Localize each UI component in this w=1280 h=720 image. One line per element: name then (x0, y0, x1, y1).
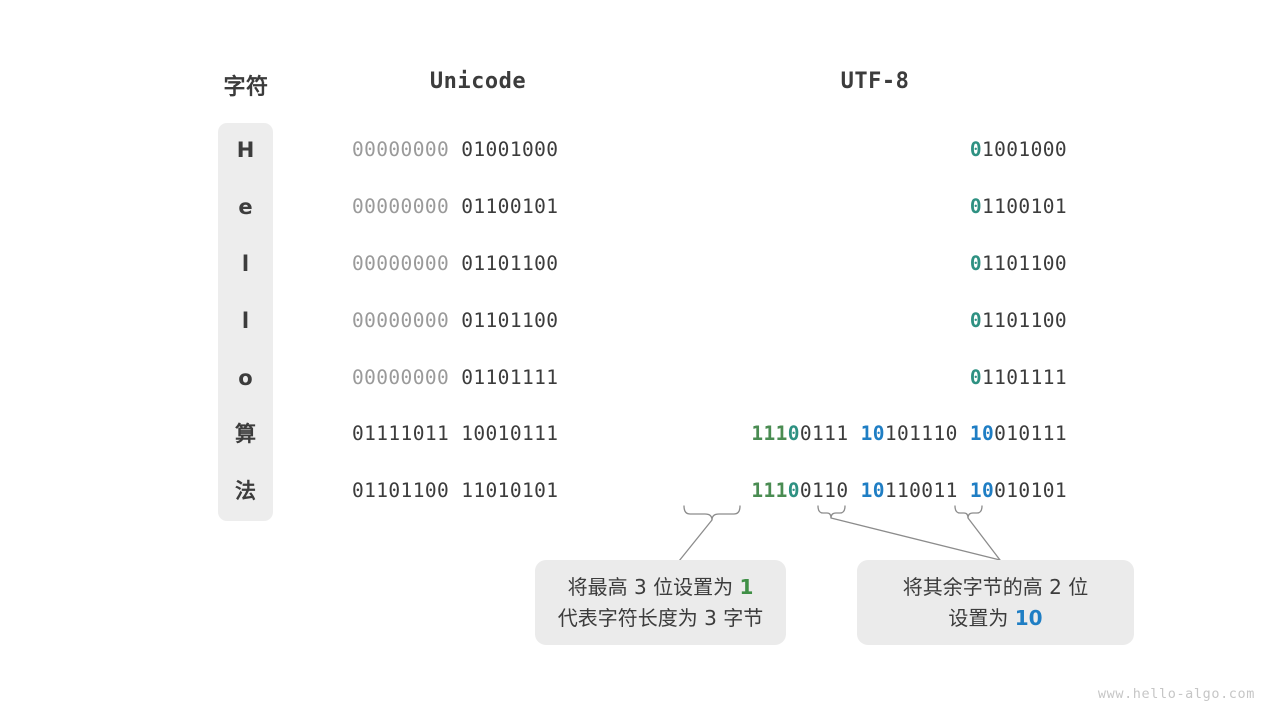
utf8-lead-marker: 0 (969, 252, 983, 275)
bits-space (449, 309, 461, 332)
leader-line-callout-2a (830, 517, 1001, 561)
column-header-character: 字符 (223, 75, 269, 100)
unicode-low-byte: 01001000 (461, 138, 559, 161)
utf8-lead-rest: 1101100 (982, 252, 1067, 275)
bits-space (449, 138, 461, 161)
character-cell: l (241, 309, 250, 333)
callout-text: 将最高 3 位设置为 (567, 574, 740, 599)
utf8-prefix-ones: 111 (751, 479, 788, 502)
bits-space (848, 479, 860, 502)
table-row: 01111011 10010111 11100111 10101110 1001… (0, 421, 1280, 447)
utf8-continuation-rest: 101110 (884, 422, 958, 445)
callout-highlight: 10 (1014, 605, 1043, 630)
character-cell: H (236, 138, 255, 162)
callout-line: 设置为 10 (948, 603, 1042, 634)
utf8-continuation-marker: 10 (860, 479, 885, 502)
utf8-lead-marker: 0 (969, 366, 983, 389)
callout-text: 设置为 (948, 605, 1015, 630)
utf8-lead-rest: 1101111 (982, 366, 1067, 389)
utf8-lead-rest: 1001000 (982, 138, 1067, 161)
brace-continuation-2-icon (954, 505, 983, 519)
callout-prefix-explanation: 将最高 3 位设置为 1 代表字符长度为 3 字节 (535, 560, 786, 645)
utf8-lead-rest: 1101100 (982, 309, 1067, 332)
utf8-lead-rest: 1100101 (982, 195, 1067, 218)
utf8-continuation-marker: 10 (860, 422, 885, 445)
unicode-low-byte: 01100101 (461, 195, 559, 218)
utf8-lead-marker: 0 (969, 195, 983, 218)
callout-line: 将最高 3 位设置为 1 (568, 572, 754, 603)
unicode-bits: 00000000 01101111 (352, 365, 558, 391)
character-cell: e (238, 195, 253, 219)
utf8-prefix-zero: 0 (787, 479, 800, 502)
table-row: 00000000 01101100 01101100 (0, 308, 1280, 334)
unicode-bits: 01111011 10010111 (352, 421, 558, 447)
unicode-low-byte: 11010101 (461, 479, 559, 502)
unicode-bits: 00000000 01001000 (352, 137, 558, 163)
unicode-bits: 01101100 11010101 (352, 478, 558, 504)
utf8-continuation-rest: 010111 (994, 422, 1067, 445)
unicode-low-byte: 01101100 (461, 252, 559, 275)
utf8-bits: 11100111 10101110 10010111 (751, 421, 1067, 447)
unicode-high-byte: 00000000 (352, 195, 450, 218)
utf8-bits: 01100101 (970, 194, 1067, 220)
table-row: 00000000 01101111 01101111 (0, 365, 1280, 391)
unicode-low-byte: 01101111 (461, 366, 559, 389)
character-cell: l (241, 252, 250, 276)
utf8-bits: 01101100 (970, 308, 1067, 334)
utf8-lead-marker: 0 (969, 138, 983, 161)
bits-space (848, 422, 860, 445)
utf8-continuation-marker: 10 (969, 422, 995, 445)
unicode-high-byte: 00000000 (352, 366, 450, 389)
bits-space (958, 422, 970, 445)
utf8-prefix-zero: 0 (787, 422, 800, 445)
table-row: 00000000 01001000 01001000 (0, 137, 1280, 163)
table-row: 00000000 01100101 01100101 (0, 194, 1280, 220)
utf8-continuation-marker: 10 (969, 479, 995, 502)
brace-prefix-icon (683, 505, 741, 521)
bits-space (449, 366, 461, 389)
character-cell: 法 (235, 479, 256, 503)
utf8-lead-marker: 0 (969, 309, 983, 332)
column-header-utf8: UTF-8 (840, 69, 910, 94)
table-row: 01101100 11010101 11100110 10110011 1001… (0, 478, 1280, 504)
watermark: www.hello-algo.com (1097, 686, 1255, 702)
bits-space (449, 252, 461, 275)
utf8-prefix-rest: 0111 (799, 422, 849, 445)
utf8-bits: 01001000 (970, 137, 1067, 163)
bits-space (449, 195, 461, 218)
leader-line-callout-2b (967, 517, 1001, 561)
unicode-high-byte: 00000000 (352, 252, 450, 275)
callout-continuation-explanation: 将其余字节的高 2 位 设置为 10 (857, 560, 1134, 645)
leader-line-callout-1 (678, 519, 713, 562)
unicode-low-byte: 01101100 (461, 309, 559, 332)
character-column-panel: H e l l o 算 法 (218, 123, 273, 521)
callout-line: 将其余字节的高 2 位 (902, 574, 1089, 599)
unicode-bits: 00000000 01101100 (352, 308, 558, 334)
unicode-bits: 00000000 01100101 (352, 194, 558, 220)
bits-space (958, 479, 970, 502)
unicode-high-byte: 00000000 (352, 309, 450, 332)
unicode-bits: 00000000 01101100 (352, 251, 558, 277)
table-row: 00000000 01101100 01101100 (0, 251, 1280, 277)
brace-continuation-1-icon (817, 505, 846, 519)
unicode-high-byte: 01111011 (352, 422, 450, 445)
callout-highlight: 1 (739, 574, 754, 599)
callout-line: 代表字符长度为 3 字节 (557, 605, 764, 630)
character-cell: 算 (235, 422, 256, 446)
character-cell: o (238, 366, 253, 390)
utf8-prefix-ones: 111 (751, 422, 788, 445)
column-header-unicode: Unicode (429, 69, 527, 94)
unicode-high-byte: 01101100 (352, 479, 450, 502)
utf8-continuation-rest: 010101 (994, 479, 1067, 502)
utf8-prefix-rest: 0110 (799, 479, 849, 502)
utf8-continuation-rest: 110011 (884, 479, 958, 502)
bits-space (449, 422, 461, 445)
utf8-bits: 11100110 10110011 10010101 (751, 478, 1067, 504)
unicode-high-byte: 00000000 (352, 138, 450, 161)
unicode-low-byte: 10010111 (461, 422, 559, 445)
bits-space (449, 479, 461, 502)
utf8-bits: 01101111 (970, 365, 1067, 391)
utf8-bits: 01101100 (970, 251, 1067, 277)
